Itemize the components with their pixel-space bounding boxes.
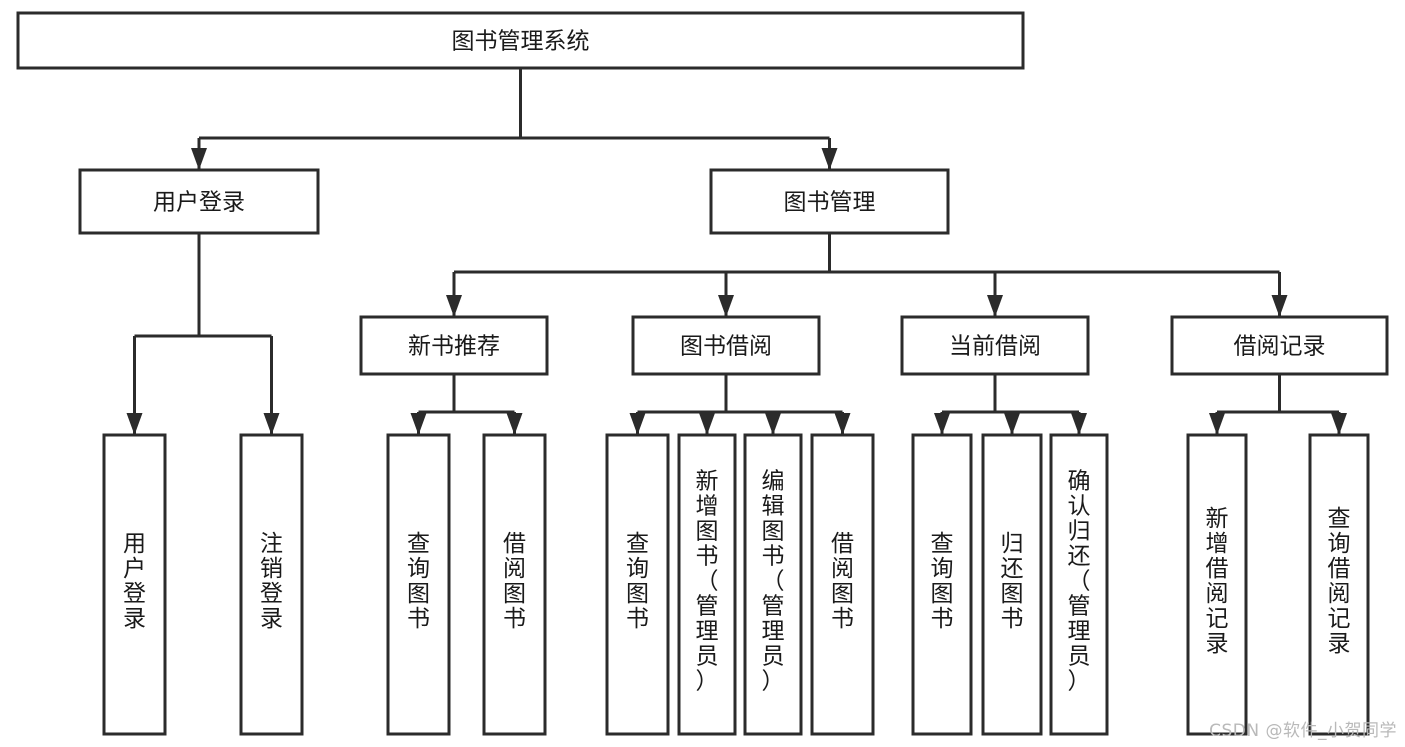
node-借阅图书-leaf-3[interactable]: 借阅图书 (482, 433, 547, 736)
node-注销登录-label: 注销登录 (260, 531, 283, 632)
node-用户登录-box[interactable] (102, 433, 167, 736)
node-图书管理-l2-1[interactable]: 图书管理 (709, 168, 950, 235)
arrow-head-icon (191, 148, 207, 170)
node-确认归还管理员-label: 确认归还（管理员） (1068, 469, 1091, 695)
node-编辑图书管理员-label: 编辑图书（管理员） (762, 469, 785, 695)
node-layer: 图书管理系统用户登录图书管理新书推荐图书借阅当前借阅借阅记录用户登录注销登录查询… (16, 11, 1389, 736)
arrow-head-icon (699, 413, 715, 435)
node-用户登录-box[interactable] (78, 168, 320, 235)
node-新书推荐-label: 新书推荐 (408, 334, 500, 360)
node-归还图书-leaf-9[interactable]: 归还图书 (981, 433, 1043, 736)
arrow-head-icon (629, 413, 646, 435)
connector-layer (126, 68, 1347, 435)
node-用户登录-leaf-0[interactable]: 用户登录 (102, 433, 167, 736)
node-查询借阅记录-box[interactable] (1308, 433, 1370, 736)
arrow-head-icon (410, 413, 427, 435)
arrow-head-icon (1004, 413, 1020, 435)
arrow-head-icon (263, 413, 280, 435)
node-查询借阅记录-label: 查询借阅记录 (1328, 506, 1351, 657)
arrow-head-icon (1071, 413, 1087, 435)
node-图书管理-box[interactable] (709, 168, 950, 235)
node-查询图书-box[interactable] (386, 433, 451, 736)
arrow-head-icon (834, 413, 851, 435)
node-注销登录-leaf-1[interactable]: 注销登录 (239, 433, 304, 736)
node-借阅图书-box[interactable] (810, 433, 875, 736)
node-借阅记录-label: 借阅记录 (1234, 334, 1326, 360)
node-确认归还管理员-box[interactable] (1049, 433, 1109, 736)
node-借阅图书-label: 借阅图书 (831, 531, 854, 632)
node-用户登录-l2-0[interactable]: 用户登录 (78, 168, 320, 235)
arrow-head-icon (987, 295, 1003, 317)
node-查询图书-leaf-4[interactable]: 查询图书 (605, 433, 670, 736)
node-查询图书-box[interactable] (911, 433, 973, 736)
node-归还图书-box[interactable] (981, 433, 1043, 736)
node-新书推荐-l3-0[interactable]: 新书推荐 (359, 315, 549, 376)
arrow-head-icon (821, 148, 838, 170)
node-新增图书管理员-label: 新增图书（管理员） (696, 469, 719, 695)
node-借阅图书-leaf-7[interactable]: 借阅图书 (810, 433, 875, 736)
node-查询图书-label: 查询图书 (931, 531, 954, 632)
node-新增图书管理员-leaf-5[interactable]: 新增图书（管理员） (677, 433, 737, 736)
arrow-head-icon (1331, 413, 1347, 435)
arrow-head-icon (1209, 413, 1225, 435)
node-新增借阅记录-leaf-11[interactable]: 新增借阅记录 (1186, 433, 1248, 736)
node-新书推荐-box[interactable] (359, 315, 549, 376)
node-图书借阅-l3-1[interactable]: 图书借阅 (631, 315, 821, 376)
arrow-head-icon (1271, 295, 1288, 317)
arrow-head-icon (446, 295, 462, 317)
node-编辑图书管理员-box[interactable] (743, 433, 803, 736)
node-编辑图书管理员-leaf-6[interactable]: 编辑图书（管理员） (743, 433, 803, 736)
node-新增图书管理员-box[interactable] (677, 433, 737, 736)
arrow-head-icon (126, 413, 143, 435)
node-查询图书-leaf-2[interactable]: 查询图书 (386, 433, 451, 736)
node-借阅图书-label: 借阅图书 (503, 531, 526, 632)
arrow-head-icon (718, 295, 734, 317)
node-图书借阅-label: 图书借阅 (680, 334, 772, 360)
csdn-watermark: CSDN @软件_小贺同学 (1209, 721, 1397, 741)
arrow-head-icon (506, 413, 523, 435)
node-图书借阅-box[interactable] (631, 315, 821, 376)
node-当前借阅-l3-2[interactable]: 当前借阅 (900, 315, 1090, 376)
node-查询借阅记录-leaf-12[interactable]: 查询借阅记录 (1308, 433, 1370, 736)
node-用户登录-label: 用户登录 (153, 190, 245, 216)
node-图书管理系统-root-0[interactable]: 图书管理系统 (16, 11, 1025, 70)
node-图书管理系统-label: 图书管理系统 (452, 29, 590, 55)
node-查询图书-label: 查询图书 (626, 531, 649, 632)
node-确认归还管理员-leaf-10[interactable]: 确认归还（管理员） (1049, 433, 1109, 736)
node-查询图书-box[interactable] (605, 433, 670, 736)
node-查询图书-leaf-8[interactable]: 查询图书 (911, 433, 973, 736)
node-查询图书-label: 查询图书 (407, 531, 430, 632)
node-借阅图书-box[interactable] (482, 433, 547, 736)
node-用户登录-label: 用户登录 (123, 531, 146, 632)
node-借阅记录-box[interactable] (1170, 315, 1389, 376)
node-新增借阅记录-label: 新增借阅记录 (1206, 506, 1229, 657)
node-借阅记录-l3-3[interactable]: 借阅记录 (1170, 315, 1389, 376)
arrow-head-icon (765, 413, 781, 435)
node-图书管理-label: 图书管理 (784, 190, 876, 216)
node-注销登录-box[interactable] (239, 433, 304, 736)
node-归还图书-label: 归还图书 (1001, 531, 1024, 632)
node-新增借阅记录-box[interactable] (1186, 433, 1248, 736)
node-当前借阅-box[interactable] (900, 315, 1090, 376)
arrow-head-icon (934, 413, 950, 435)
node-图书管理系统-box[interactable] (16, 11, 1025, 70)
node-当前借阅-label: 当前借阅 (949, 334, 1041, 360)
